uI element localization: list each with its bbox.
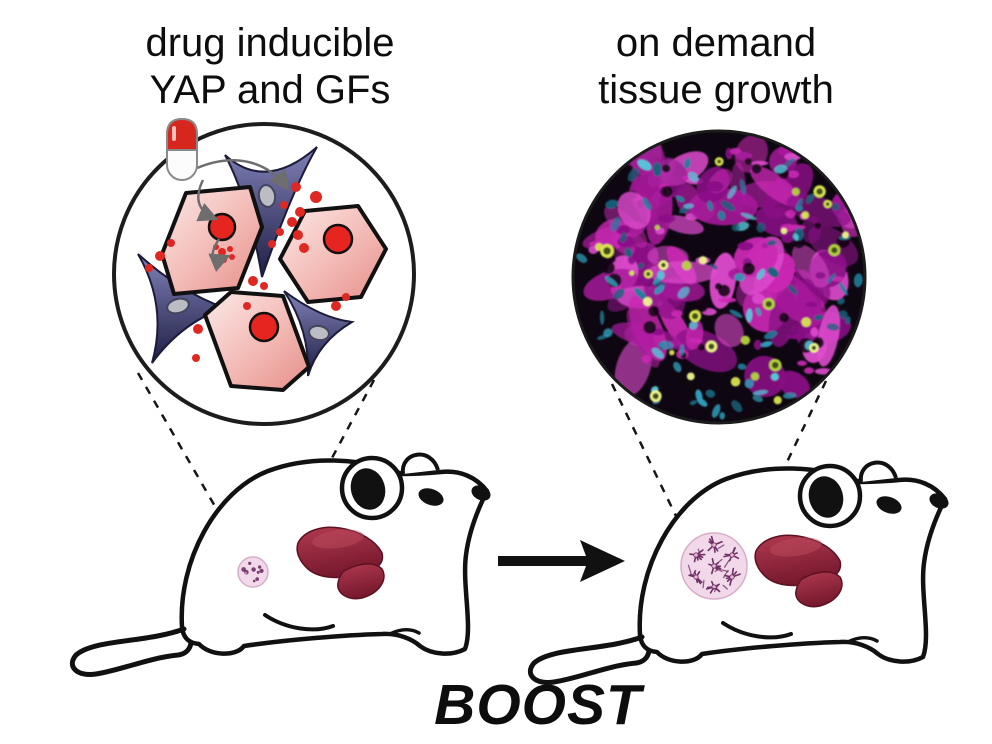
implant-grown [680, 532, 748, 600]
right-caption-line1: on demand [615, 21, 817, 65]
boost-label: BOOST [434, 673, 642, 737]
implant-small [237, 556, 269, 588]
cell-inset [112, 117, 416, 426]
mouse-left [72, 455, 493, 675]
cell-nucleus [322, 223, 354, 255]
stellate-cells [137, 146, 356, 377]
left-caption: drug inducible YAP and GFs [110, 20, 430, 114]
arrow-pill-to-secretion [196, 159, 289, 192]
signal-arrows [196, 159, 289, 272]
pill-icon [166, 117, 198, 181]
hexagon-cells [160, 185, 388, 392]
arrow-icon [498, 540, 625, 582]
arrow-nucleus-to-gf [208, 238, 231, 272]
stellate-nucleus [166, 297, 190, 315]
hexagon-cell-2 [278, 204, 388, 304]
left-caption-line1: drug inducible [145, 21, 395, 65]
microscopy-photo [571, 129, 867, 425]
stellate-nucleus [308, 324, 330, 342]
right-caption: on demand tissue growth [556, 20, 876, 114]
left-caption-line2: YAP and GFs [149, 68, 391, 112]
right-caption-line2: tissue growth [598, 68, 834, 112]
microscopy-texture [576, 132, 864, 420]
hexagon-cell-3 [203, 290, 311, 392]
arrow-pill-to-nucleus [196, 179, 219, 222]
cell-nucleus [248, 311, 280, 343]
pill-red-half [166, 117, 198, 151]
